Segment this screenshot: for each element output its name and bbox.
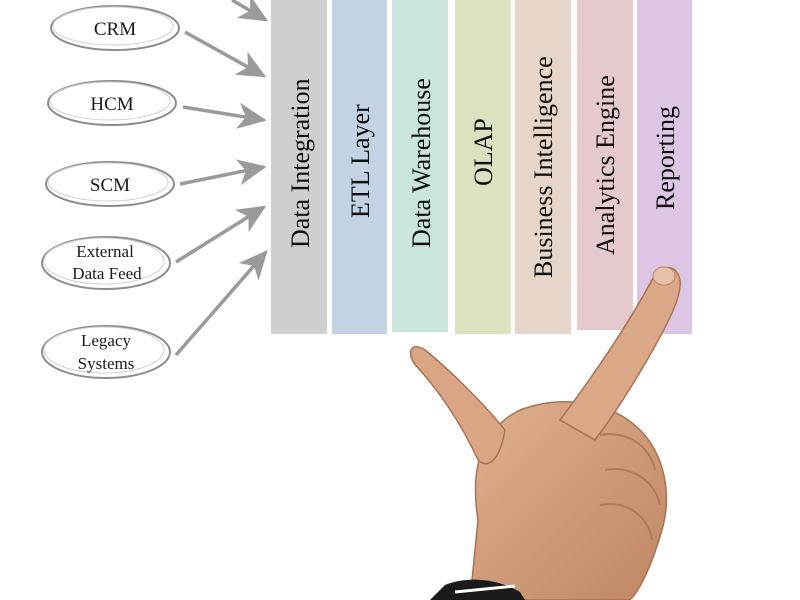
arrow-external: [175, 205, 267, 264]
source-legacy-systems: Legacy Systems: [41, 325, 171, 379]
pillar-label-analytics-engine: Analytics Engine: [591, 75, 620, 255]
arrow-crm: [184, 30, 267, 78]
source-external-label-line1: External: [76, 242, 134, 261]
source-crm: CRM: [50, 5, 180, 51]
pillar-label-etl-layer: ETL Layer: [346, 104, 375, 218]
arrow-scm: [179, 159, 267, 186]
arrow-top: [231, 0, 269, 22]
source-external-label-line2: Data Feed: [72, 264, 142, 283]
pillar-business-intelligence: [515, 0, 571, 334]
pillar-label-business-intelligence: Business Intelligence: [529, 56, 558, 278]
source-hcm-label: HCM: [90, 94, 133, 115]
pillar-label-data-warehouse: Data Warehouse: [407, 78, 436, 248]
pillar-olap: [455, 0, 511, 334]
source-scm-label: SCM: [90, 175, 130, 196]
source-crm-label: CRM: [94, 19, 136, 40]
pointing-hand-icon: [409, 266, 681, 600]
source-legacy-label-line1: Legacy: [81, 331, 132, 350]
pillars: Data Integration ETL Layer Data Warehous…: [271, 0, 692, 334]
pillar-etl-layer: [332, 0, 387, 334]
pillar-data-warehouse: [392, 0, 448, 332]
source-hcm: HCM: [47, 80, 177, 126]
arrow-hcm: [182, 102, 267, 129]
source-legacy-label-line2: Systems: [78, 354, 135, 373]
pillar-label-data-integration: Data Integration: [286, 78, 315, 248]
source-scm: SCM: [45, 161, 175, 207]
pillar-label-olap: OLAP: [469, 118, 498, 186]
pillar-analytics-engine: [577, 0, 633, 330]
pillar-label-reporting: Reporting: [651, 106, 680, 210]
source-arrows: [174, 0, 269, 357]
source-external-data-feed: External Data Feed: [41, 236, 171, 290]
pillar-data-integration: [271, 0, 327, 334]
arrow-legacy: [174, 250, 268, 357]
